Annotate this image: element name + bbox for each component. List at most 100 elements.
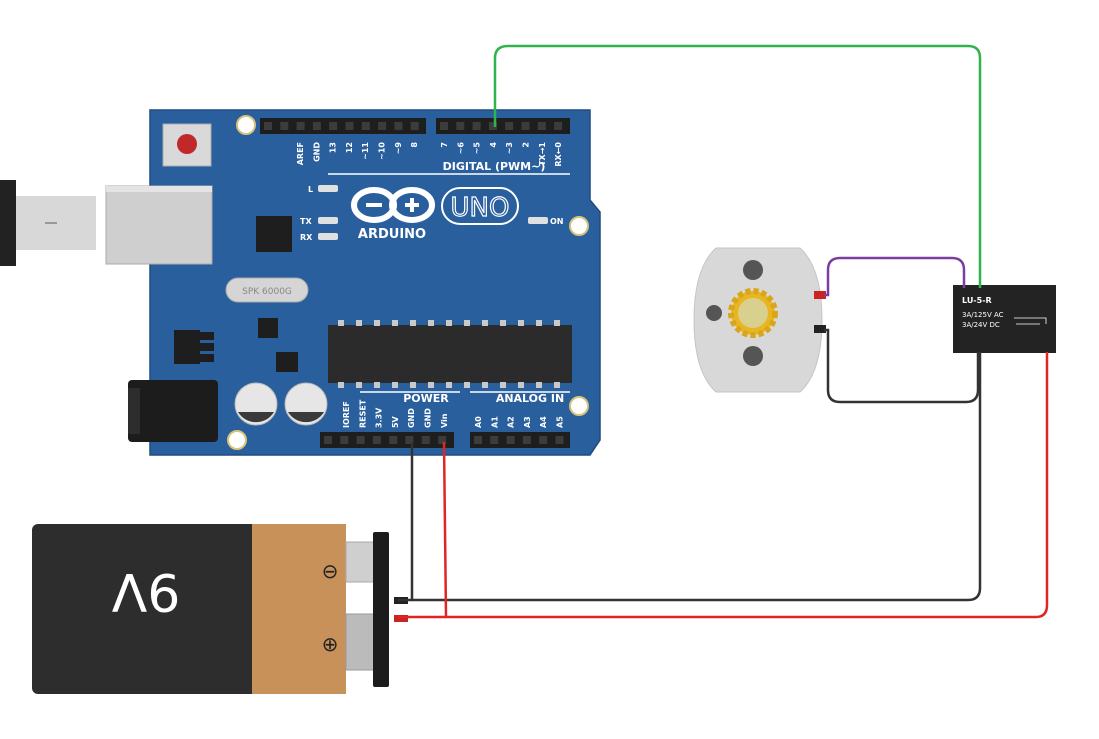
battery-terminal-negative[interactable] [345,541,377,583]
digital-pin-label: GND [312,142,321,162]
header-pin[interactable] [539,436,548,444]
header-pin[interactable] [474,436,482,444]
header-pin[interactable] [506,436,515,444]
relay-rating-ac: 3A/125V AC [962,311,1004,319]
header-pin[interactable] [296,122,305,130]
dc-jack [128,380,218,442]
header-pin[interactable] [280,122,289,130]
analog-pin-label: A5 [556,416,565,428]
wire-motor-to-relay[interactable] [824,256,966,297]
digital-pin-label: 8 [410,142,419,148]
digital-pin-label: ~10 [378,142,387,160]
digital-pin-label: 13 [329,142,338,153]
wire-signal-pin4-to-relay[interactable] [493,44,982,288]
header-pin[interactable] [438,436,447,444]
battery-terminal-positive[interactable] [345,613,377,671]
analog-pin-label: A2 [507,416,516,428]
header-pin[interactable] [264,122,272,130]
header-pin[interactable] [410,122,419,130]
header-pin[interactable] [472,122,481,130]
digital-pin-label: ~6 [456,142,465,155]
plus-symbol: ⊕ [322,632,339,656]
header-pin[interactable] [521,122,530,130]
power-header [320,432,454,448]
led-on [528,217,548,224]
led-l [318,185,338,192]
header-pin[interactable] [389,436,398,444]
led-rx [318,233,338,240]
wire-ground[interactable] [410,352,982,602]
voltage-regulator [174,330,200,364]
rx-label: RX [300,233,313,242]
crystal-oscillator [225,277,309,303]
mounting-hole [236,115,256,135]
header-pin[interactable] [522,436,531,444]
header-pin[interactable] [537,122,546,130]
analog-pin-label: A4 [539,416,548,428]
analog-pin-label: A0 [474,416,483,428]
header-pin[interactable] [378,122,387,130]
power-pin-label: GND [424,408,433,428]
mounting-hole [569,396,589,416]
dc-motor[interactable] [693,247,826,393]
crystal-label: SPK 6000G [242,287,292,297]
digital-header-right [436,118,570,134]
digital-pin-label: 12 [345,142,354,153]
header-pin[interactable] [488,122,497,130]
analog-pin-label: A1 [490,416,499,428]
on-label: ON [550,217,564,226]
digital-pin-label: 2 [522,142,531,148]
analog-title: ANALOG IN [496,392,564,405]
motor-terminal-negative[interactable] [814,325,826,333]
mounting-hole [569,216,589,236]
header-pin[interactable] [440,122,448,130]
header-pin[interactable] [394,122,403,130]
header-pin[interactable] [324,436,332,444]
digital-pin-label: ~5 [473,142,482,155]
l-label: L [308,185,313,194]
power-pin-label: 5V [391,415,400,428]
digital-pin-label: ~9 [394,142,403,155]
digital-pin-label: ~11 [361,142,370,160]
led-tx [318,217,338,224]
header-pin[interactable] [361,122,370,130]
battery-9v[interactable]: 9V ⊖ ⊕ [32,524,408,694]
header-pin[interactable] [554,122,563,130]
header-pin[interactable] [421,436,430,444]
reset-button[interactable] [162,123,212,167]
digital-title: DIGITAL (PWM~) [443,160,546,173]
wire-motor-ground[interactable] [824,328,980,404]
header-pin[interactable] [372,436,381,444]
header-pin[interactable] [405,436,414,444]
mounting-hole [227,430,247,450]
usb-cable[interactable] [0,180,96,266]
power-pin-label: IOREF [342,401,351,428]
capacitor [284,382,328,426]
usb-port [105,185,213,265]
usb-controller-chip [256,216,292,252]
header-pin[interactable] [356,436,365,444]
digital-pin-label: 4 [489,142,498,148]
header-pin[interactable] [312,122,321,130]
relay-title: LU-5-R [962,296,992,305]
digital-pin-label: RX←0 [554,142,563,167]
power-pin-label: GND [407,408,416,428]
relay-rating-dc: 3A/24V DC [962,321,1000,329]
arduino-uno-board[interactable]: L TX RX ON SPK 6000G [105,109,601,456]
header-pin[interactable] [555,436,564,444]
arduino-logo-icon [351,187,435,223]
header-pin[interactable] [345,122,354,130]
header-pin[interactable] [340,436,349,444]
power-pin-label: Vin [440,413,449,428]
wire-vin-power[interactable] [442,352,1049,619]
motor-terminal-positive[interactable] [814,291,826,299]
header-pin[interactable] [505,122,514,130]
battery-voltage-label: 9V [111,561,180,621]
header-pin[interactable] [490,436,499,444]
atmega-microcontroller [328,325,572,383]
power-title: POWER [403,392,449,405]
relay-module[interactable]: LU-5-R 3A/125V AC 3A/24V DC [953,285,1056,353]
header-pin[interactable] [456,122,465,130]
header-pin[interactable] [329,122,338,130]
